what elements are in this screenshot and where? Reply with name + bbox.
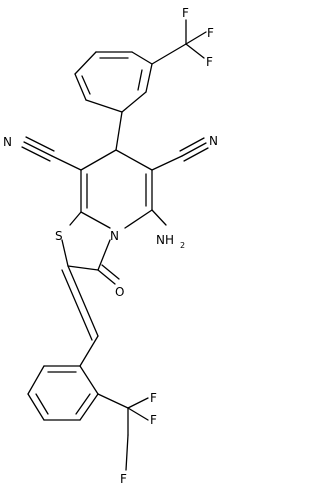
nitrile-right <box>151 137 209 171</box>
atom-f-top-3: F <box>206 55 213 69</box>
atom-f-top-2: F <box>207 26 214 40</box>
central-pyridine-ring <box>80 111 153 229</box>
bottom-cf3-group <box>97 393 149 471</box>
atom-amino-n: NH <box>156 233 174 247</box>
bottom-benzene-ring <box>27 335 99 421</box>
atom-sulfur: S <box>55 229 63 243</box>
nitrile-left <box>21 136 82 171</box>
top-cf3-group <box>151 19 207 65</box>
atom-n-nitrile-left: N <box>3 135 12 149</box>
atom-oxygen: O <box>115 285 124 299</box>
atom-n-nitrile-right: N <box>209 134 218 148</box>
atom-f-bottom-2: F <box>150 413 157 427</box>
amino-bond <box>151 209 167 226</box>
thiazole-ring <box>61 211 111 271</box>
top-benzene-ring <box>74 51 153 113</box>
atom-n-ring: N <box>110 229 119 243</box>
exocyclic-methylidene <box>61 265 99 341</box>
atom-f-top-1: F <box>182 6 189 20</box>
carbonyl-group <box>97 264 120 285</box>
atom-f-bottom-1: F <box>150 391 157 405</box>
atom-amino-subscript: 2 <box>180 241 185 250</box>
chemical-structure: F F F N N <box>3 6 218 486</box>
atom-f-bottom-3: F <box>120 472 127 486</box>
